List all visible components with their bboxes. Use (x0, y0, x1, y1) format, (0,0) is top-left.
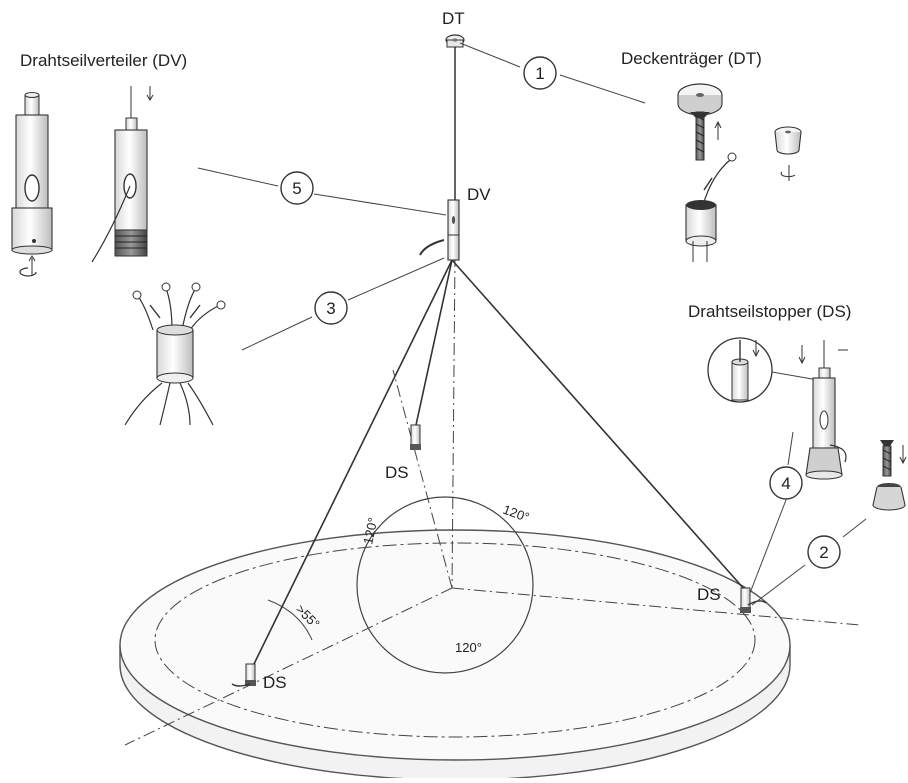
dv-detail-open (91, 86, 154, 263)
callout-1-number: 1 (535, 64, 544, 83)
callout-leaders (197, 42, 867, 606)
label-ds-left: DS (263, 673, 287, 692)
callout-5: 5 (280, 171, 314, 205)
lamp-disc (119, 254, 861, 781)
callout-2: 2 (807, 535, 841, 569)
callout-3: 3 (314, 291, 348, 325)
dt-detail-cap (677, 83, 723, 161)
ds-detail-magnifier (707, 337, 819, 403)
callout-4: 4 (769, 466, 803, 500)
title-ceiling-mount: Deckenträger (DT) (621, 49, 762, 68)
title-cable-stopper: Drahtseilstopper (DS) (688, 302, 851, 321)
stopper-center (410, 424, 421, 450)
title-cable-distributor: Drahtseilverteiler (DV) (20, 51, 187, 70)
callout-3-number: 3 (326, 299, 335, 318)
callout-1: 1 (523, 56, 557, 90)
dv-detail-cables (124, 282, 226, 426)
stopper-right (740, 587, 767, 613)
label-ds-right: DS (697, 585, 721, 604)
label-ds-center: DS (385, 463, 409, 482)
label-dt-top: DT (442, 9, 465, 28)
dv-detail-closed (11, 92, 53, 277)
callout-2-number: 2 (819, 543, 828, 562)
angle-label-left: 120° (360, 516, 380, 545)
dt-detail-connector (685, 152, 737, 262)
callout-4-number: 4 (781, 474, 790, 493)
angle-label-bottom: 120° (455, 640, 482, 655)
ceiling-mount-dt (445, 34, 465, 48)
label-dv: DV (467, 185, 491, 204)
callout-5-number: 5 (292, 179, 301, 198)
stopper-left (231, 663, 256, 687)
dt-detail-sleeve (774, 126, 802, 181)
ds-detail-screw (872, 440, 907, 511)
ds-detail-stopper (798, 340, 848, 480)
cable-distributor-dv (447, 199, 460, 261)
